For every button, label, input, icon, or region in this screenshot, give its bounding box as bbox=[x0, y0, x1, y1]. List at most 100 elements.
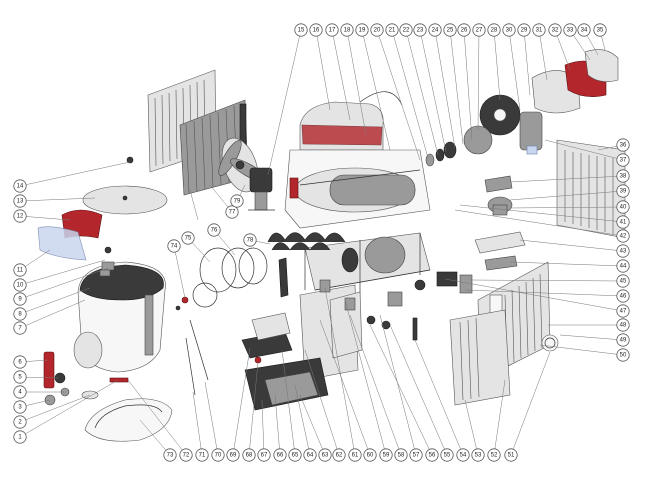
callout-circle bbox=[167, 239, 181, 253]
callout-number: 45 bbox=[620, 278, 627, 284]
callout-circle bbox=[616, 304, 630, 318]
callout-circle bbox=[616, 274, 630, 288]
callout-number: 41 bbox=[620, 219, 627, 225]
callout-number: 58 bbox=[398, 452, 405, 458]
callout-circle bbox=[181, 231, 195, 245]
callout-64: 64 bbox=[303, 448, 317, 462]
callout-67: 67 bbox=[257, 448, 271, 462]
callout-55: 55 bbox=[440, 448, 454, 462]
callout-number: 49 bbox=[620, 337, 627, 343]
callout-circle bbox=[616, 215, 630, 229]
callout-number: 26 bbox=[461, 27, 468, 33]
callout-number: 8 bbox=[18, 311, 22, 317]
dispense-lever bbox=[43, 351, 129, 406]
callout-circle bbox=[13, 400, 27, 414]
callout-circle bbox=[257, 448, 271, 462]
callout-circle bbox=[456, 448, 470, 462]
callout-27: 27 bbox=[472, 23, 486, 37]
callout-3: 3 bbox=[13, 400, 27, 414]
gearbox-covers bbox=[425, 49, 619, 167]
callout-2: 2 bbox=[13, 415, 27, 429]
callout-49: 49 bbox=[616, 333, 630, 347]
callout-56: 56 bbox=[425, 448, 439, 462]
callout-47: 47 bbox=[616, 304, 630, 318]
callout-number: 7 bbox=[18, 325, 22, 331]
callout-9: 9 bbox=[13, 292, 27, 306]
callout-circle bbox=[13, 370, 27, 384]
tiny-red-knob bbox=[175, 296, 189, 311]
callout-78: 78 bbox=[243, 233, 257, 247]
callout-number: 43 bbox=[620, 248, 627, 254]
callout-number: 33 bbox=[567, 27, 574, 33]
callout-21: 21 bbox=[385, 23, 399, 37]
callout-51: 51 bbox=[504, 448, 518, 462]
callout-number: 75 bbox=[185, 235, 192, 241]
callout-circle bbox=[242, 448, 256, 462]
callout-59: 59 bbox=[379, 448, 393, 462]
callout-48: 48 bbox=[616, 318, 630, 332]
callout-circle bbox=[548, 23, 562, 37]
callout-circle bbox=[273, 448, 287, 462]
callout-circle bbox=[225, 205, 239, 219]
callout-22: 22 bbox=[399, 23, 413, 37]
callout-number: 62 bbox=[336, 452, 343, 458]
callout-number: 29 bbox=[521, 27, 528, 33]
callout-40: 40 bbox=[616, 200, 630, 214]
callout-1: 1 bbox=[13, 430, 27, 444]
callout-72: 72 bbox=[179, 448, 193, 462]
callout-number: 74 bbox=[171, 243, 178, 249]
callout-number: 21 bbox=[389, 27, 396, 33]
callout-35: 35 bbox=[593, 23, 607, 37]
small-knob bbox=[126, 156, 134, 164]
callout-25: 25 bbox=[443, 23, 457, 37]
callout-39: 39 bbox=[616, 184, 630, 198]
callout-number: 25 bbox=[447, 27, 454, 33]
callout-77: 77 bbox=[225, 205, 239, 219]
callout-number: 61 bbox=[352, 452, 359, 458]
callout-number: 54 bbox=[460, 452, 467, 458]
callout-circle bbox=[394, 448, 408, 462]
ring-gaskets bbox=[192, 247, 268, 308]
lid-top bbox=[82, 185, 168, 215]
callout-number: 69 bbox=[230, 452, 237, 458]
callout-19: 19 bbox=[355, 23, 369, 37]
callout-number: 10 bbox=[17, 282, 24, 288]
parts-layer bbox=[37, 49, 626, 442]
callout-number: 18 bbox=[344, 27, 351, 33]
callout-circle bbox=[348, 448, 362, 462]
callout-circle bbox=[616, 153, 630, 167]
main-bowl-assembly bbox=[284, 91, 431, 229]
callout-circle bbox=[428, 23, 442, 37]
callout-23: 23 bbox=[413, 23, 427, 37]
callout-number: 51 bbox=[508, 452, 515, 458]
callout-number: 42 bbox=[620, 233, 627, 239]
callout-30: 30 bbox=[502, 23, 516, 37]
callout-44: 44 bbox=[616, 259, 630, 273]
callout-42: 42 bbox=[616, 229, 630, 243]
callout-circle bbox=[577, 23, 591, 37]
callout-circle bbox=[13, 292, 27, 306]
callout-54: 54 bbox=[456, 448, 470, 462]
callout-45: 45 bbox=[616, 274, 630, 288]
callout-circle bbox=[13, 415, 27, 429]
callout-circle bbox=[211, 448, 225, 462]
callout-24: 24 bbox=[428, 23, 442, 37]
callout-circle bbox=[616, 184, 630, 198]
callout-34: 34 bbox=[577, 23, 591, 37]
callout-69: 69 bbox=[226, 448, 240, 462]
callout-14: 14 bbox=[13, 179, 27, 193]
round-cap bbox=[541, 334, 559, 352]
callout-number: 19 bbox=[359, 27, 366, 33]
callout-number: 73 bbox=[167, 452, 174, 458]
callout-4: 4 bbox=[13, 385, 27, 399]
callout-circle bbox=[370, 23, 384, 37]
callout-number: 52 bbox=[491, 452, 498, 458]
callout-number: 44 bbox=[620, 263, 627, 269]
callout-circle bbox=[616, 229, 630, 243]
callout-12: 12 bbox=[13, 209, 27, 223]
callout-31: 31 bbox=[532, 23, 546, 37]
callout-46: 46 bbox=[616, 289, 630, 303]
callout-5: 5 bbox=[13, 370, 27, 384]
callout-63: 63 bbox=[318, 448, 332, 462]
